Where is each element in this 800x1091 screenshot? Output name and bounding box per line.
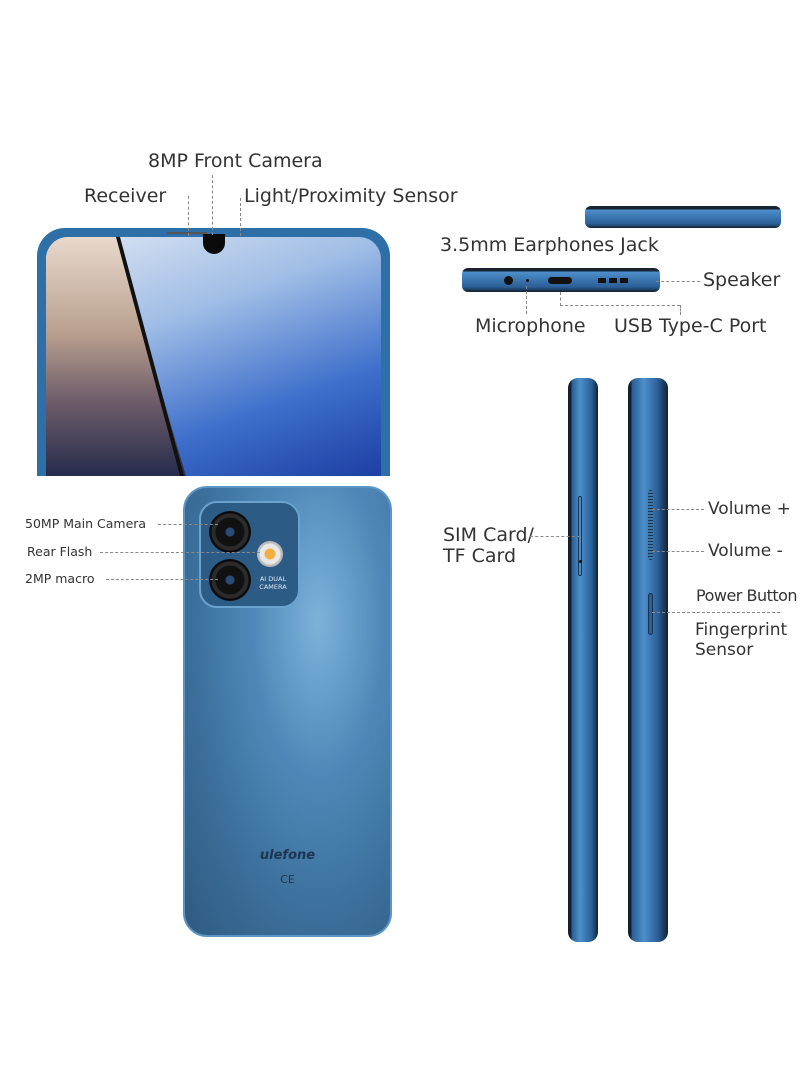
microphone-hole [526,279,529,282]
label-macro-camera: 2MP macro [25,571,95,586]
rear-flash [257,541,283,567]
label-main-camera: 50MP Main Camera [25,516,147,531]
label-volume-up: Volume + [708,499,791,519]
phone-right-side [628,378,668,942]
brand-logo: ulefone [259,848,316,863]
label-speaker: Speaker [703,269,781,291]
phone-back-view: AI DUAL CAMERA ulefone CE [183,486,392,937]
speaker-grille [598,278,630,283]
ce-mark: CE [280,873,295,886]
camera-module-text-1: AI DUAL [259,575,287,583]
main-camera-lens [209,511,251,553]
label-rear-flash: Rear Flash [27,544,93,559]
power-fingerprint-button [648,593,653,635]
camera-module: AI DUAL CAMERA [199,501,300,608]
label-volume-down: Volume - [708,541,783,561]
label-light-sensor: Light/Proximity Sensor [244,185,458,207]
label-usb-port: USB Type-C Port [614,315,767,337]
phone-front-view [37,228,390,488]
camera-module-text-2: CAMERA [259,583,287,591]
macro-camera-lens [209,559,251,601]
volume-rocker [648,490,653,560]
receiver-slot [167,232,207,234]
label-front-camera: 8MP Front Camera [148,150,323,172]
earphone-jack [504,276,513,285]
phone-top-edge [585,206,781,228]
phone-screen [46,237,381,476]
usb-c-port [548,277,572,284]
phone-left-side [568,378,598,942]
label-earphone-jack: 3.5mm Earphones Jack [440,234,659,256]
phone-bottom-edge [462,268,660,292]
label-fingerprint: Fingerprint Sensor [695,620,788,660]
label-receiver: Receiver [84,185,167,207]
notch-front-camera [203,234,225,254]
label-power-button: Power Button [696,586,798,605]
label-microphone: Microphone [475,315,586,337]
label-sim-card: SIM Card/ TF Card [443,524,534,567]
